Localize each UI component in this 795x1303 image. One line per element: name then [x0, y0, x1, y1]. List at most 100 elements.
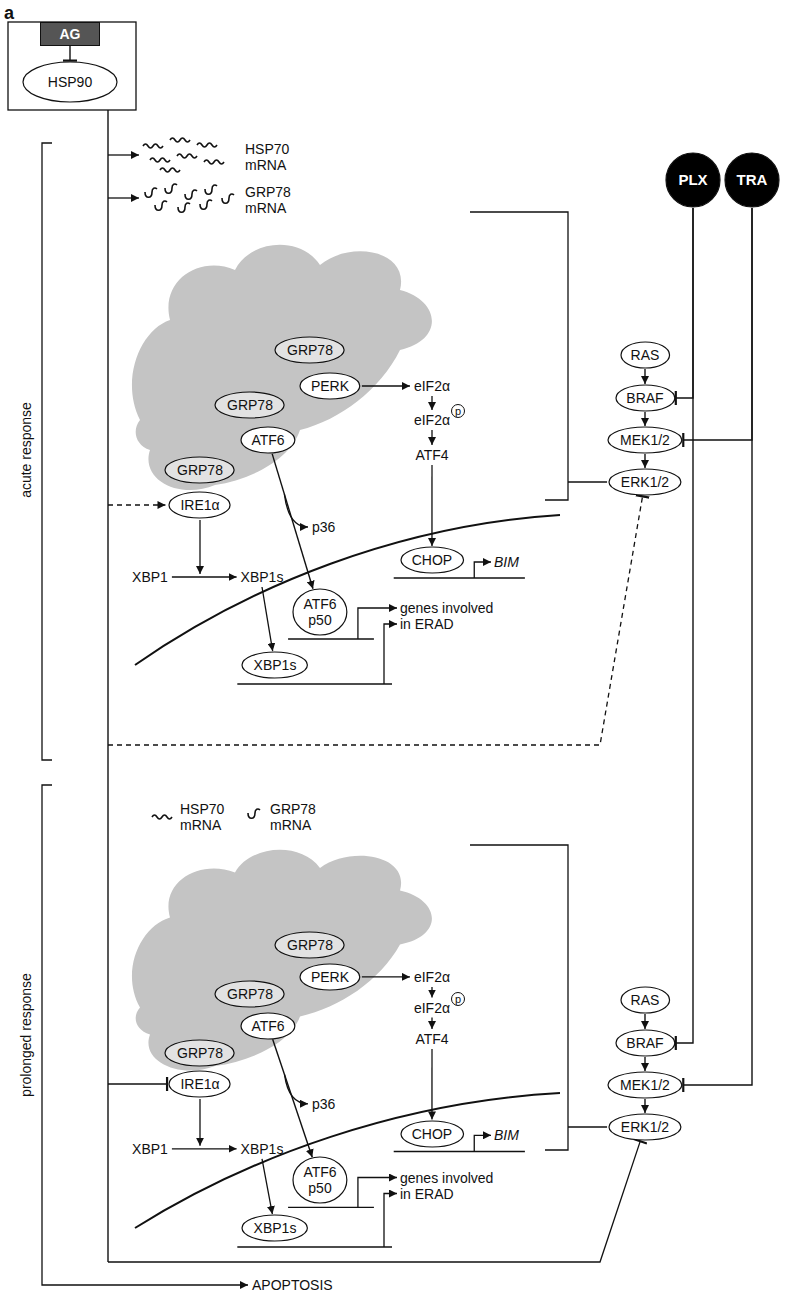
factor-ellipse: XBP1s [241, 651, 308, 679]
transcription-arrow [384, 1194, 397, 1248]
activation-edge [644, 1057, 645, 1071]
inhibition-edge [675, 208, 693, 398]
pathway-arrow [199, 1099, 200, 1146]
protein-label: ATF4 [415, 447, 448, 463]
node-text: AG [60, 26, 81, 42]
induction-arrow [108, 504, 165, 505]
inhibition-edge [683, 208, 752, 1085]
cleavage-arrow [284, 494, 308, 527]
ellipse-shape [608, 1072, 682, 1098]
node-text: RAS [631, 347, 660, 363]
ellipse-shape [215, 392, 284, 418]
ellipse-shape [401, 547, 464, 573]
mrna-curl [200, 200, 212, 209]
phase-label: acute response [18, 402, 34, 498]
ellipse-shape [609, 469, 681, 495]
protein-label: eIF2α [414, 1000, 450, 1016]
factor-ellipse: ATF6 p50 [292, 1156, 348, 1204]
activation-edge [644, 412, 645, 426]
mrna-squiggle [204, 160, 224, 164]
protein-label: eIF2α [414, 412, 450, 428]
node-text: IRE1α [180, 1076, 219, 1092]
node-text: IRE1α [180, 497, 219, 513]
phospho-mark: p [451, 404, 465, 418]
chaperone-ellipse: GRP78 [274, 931, 345, 959]
transcript-label: XBP1 [132, 569, 168, 585]
sensor-ellipse: PERK [299, 963, 361, 991]
mrna-curl [248, 809, 260, 818]
ellipse-shape [215, 981, 284, 1007]
ellipse-shape [300, 964, 360, 990]
ellipse-shape [621, 342, 670, 368]
gene-line [288, 638, 374, 639]
ellipse-shape [293, 1157, 347, 1203]
kinase-ellipse: MEK1/2 [607, 1071, 683, 1099]
transcription-arrow [358, 1178, 397, 1208]
node-text: CHOP [412, 552, 452, 568]
protein-label: eIF2α [414, 969, 450, 985]
response-bracket [470, 845, 568, 1150]
pathway-arrow [431, 1049, 432, 1120]
gene-line [237, 1246, 392, 1247]
outcome-label: APOPTOSIS [252, 1277, 333, 1293]
node-text: XBP1s [254, 657, 297, 673]
activation-edge [644, 454, 645, 468]
inhibition-line [108, 1141, 640, 1262]
transcription-arrow [474, 1135, 491, 1151]
mrna-squiggle [160, 168, 180, 172]
fragment-label: p36 [312, 1096, 335, 1112]
gene-line [237, 683, 392, 684]
chaperone-ellipse: GRP78 [164, 456, 235, 484]
kinase-ellipse: RAS [620, 341, 671, 369]
factor-ellipse: XBP1s [241, 1214, 308, 1242]
ellipse-shape [165, 457, 234, 483]
mrna-curl [165, 184, 177, 193]
kinase-ellipse: RAS [620, 986, 671, 1014]
inhibition-edge [675, 208, 693, 1043]
fragment-label: p36 [312, 519, 335, 535]
drug-circle: PLX [665, 152, 721, 208]
chaperone-ellipse: GRP78 [214, 980, 285, 1008]
mrna-curl [205, 185, 217, 194]
ellipse-shape [300, 373, 360, 399]
ellipse-shape [401, 1121, 464, 1147]
transcription-arrow [474, 562, 491, 578]
edge-lines [70, 46, 752, 1157]
gene-label: genes involved in ERAD [400, 600, 504, 632]
mrna-curl [222, 194, 234, 203]
inhibition-line [108, 496, 643, 745]
ellipse-shape [241, 427, 295, 453]
transcript-label: XBP1 [132, 1141, 168, 1157]
protein-label: eIF2α [414, 378, 450, 394]
pathway-arrow [172, 1148, 237, 1149]
ellipse-shape [242, 652, 307, 678]
ellipse-shape [169, 492, 230, 518]
node-text: ATF6 [251, 1018, 284, 1034]
activation-edge [644, 1099, 645, 1113]
node-text: GRP78 [177, 1045, 223, 1061]
node-text: ATF6 p50 [303, 596, 336, 628]
inhibitor-frame [8, 22, 136, 110]
node-text: PERK [311, 378, 349, 394]
pathway-arrow [172, 576, 237, 577]
kinase-ellipse: ERK1/2 [608, 1113, 682, 1141]
kinase-ellipse: ERK1/2 [608, 468, 682, 496]
pathway-arrow [362, 385, 410, 386]
node-text: ERK1/2 [621, 474, 669, 490]
activation-edge [272, 454, 313, 589]
mrna-label: GRP78 mRNA [270, 801, 316, 833]
ellipse-shape [609, 1114, 681, 1140]
bracket-link [568, 481, 607, 482]
ellipse-shape [165, 1040, 234, 1066]
ellipse-shape [169, 1071, 230, 1097]
pathway-arrow [431, 465, 432, 546]
kinase-ellipse: BRAF [615, 384, 676, 412]
chaperone-ellipse: GRP78 [274, 336, 345, 364]
ellipse-shape [621, 987, 670, 1013]
transcription-arrow [384, 624, 397, 684]
ellipse-shape [275, 337, 344, 363]
pathway-arrow [262, 1159, 272, 1214]
kinase-ellipse: BRAF [615, 1029, 676, 1057]
sensor-ellipse: ATF6 [240, 426, 296, 454]
sensor-ellipse: IRE1α [168, 491, 231, 519]
